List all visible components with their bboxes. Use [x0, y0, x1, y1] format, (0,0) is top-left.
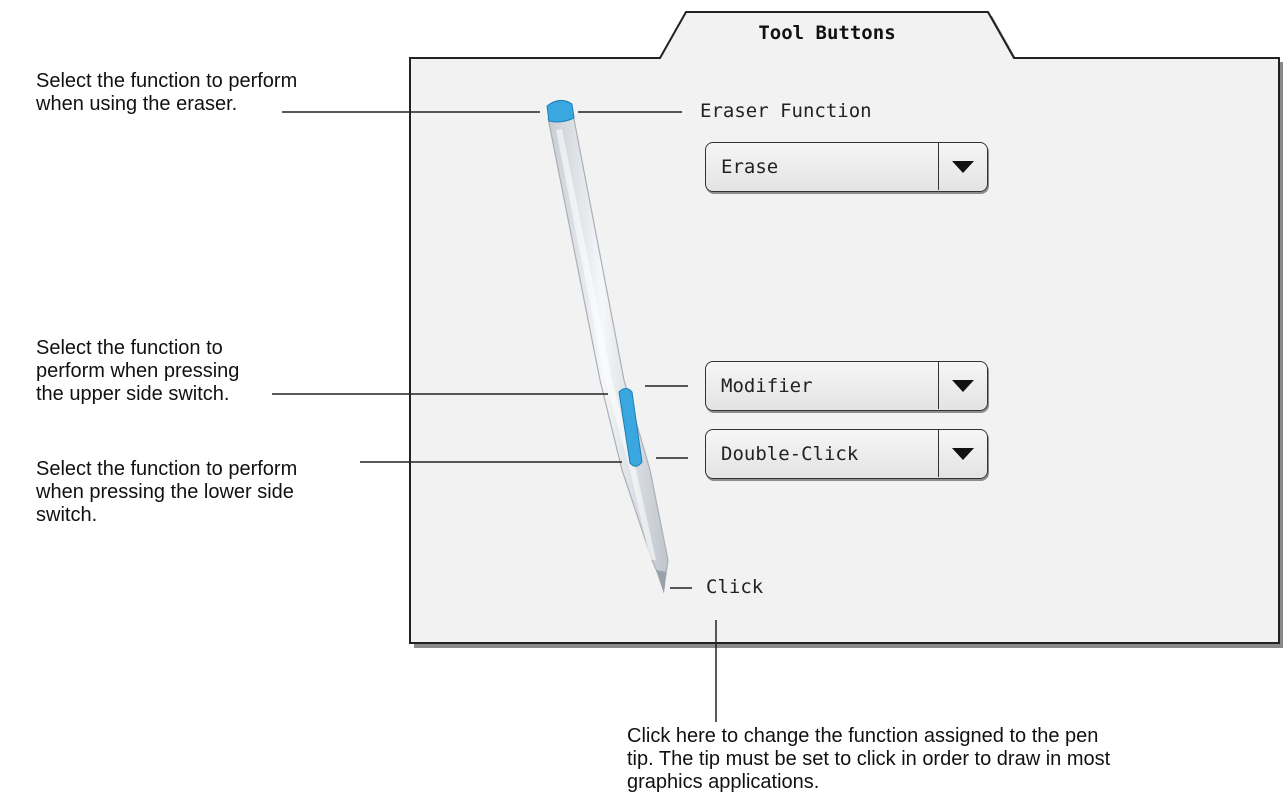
lower-switch-value: Double-Click — [721, 443, 859, 465]
side-switch — [618, 388, 643, 467]
lower-switch-callout: Select the function to perform when pres… — [36, 458, 298, 526]
eraser-function-dropdown[interactable]: Erase — [705, 142, 988, 192]
pen-illustration — [546, 100, 669, 594]
eraser-callout: Select the function to perform when usin… — [36, 70, 298, 115]
eraser-cap — [546, 100, 575, 123]
lower-switch-dropdown[interactable]: Double-Click — [705, 429, 988, 479]
tip-callout: Click here to change the function assign… — [627, 725, 1111, 793]
eraser-function-value: Erase — [721, 156, 779, 178]
upper-switch-dropdown[interactable]: Modifier — [705, 361, 988, 411]
chevron-down-icon[interactable] — [938, 143, 987, 190]
chevron-down-icon[interactable] — [938, 430, 987, 477]
chevron-down-icon[interactable] — [938, 362, 987, 409]
pen-tip — [656, 570, 666, 594]
tab-title[interactable]: Tool Buttons — [758, 22, 896, 44]
pen-tip-function[interactable]: Click — [706, 576, 764, 598]
upper-switch-value: Modifier — [721, 375, 813, 397]
eraser-function-label: Eraser Function — [700, 100, 872, 122]
upper-switch-callout: Select the function to perform when pres… — [36, 337, 240, 405]
